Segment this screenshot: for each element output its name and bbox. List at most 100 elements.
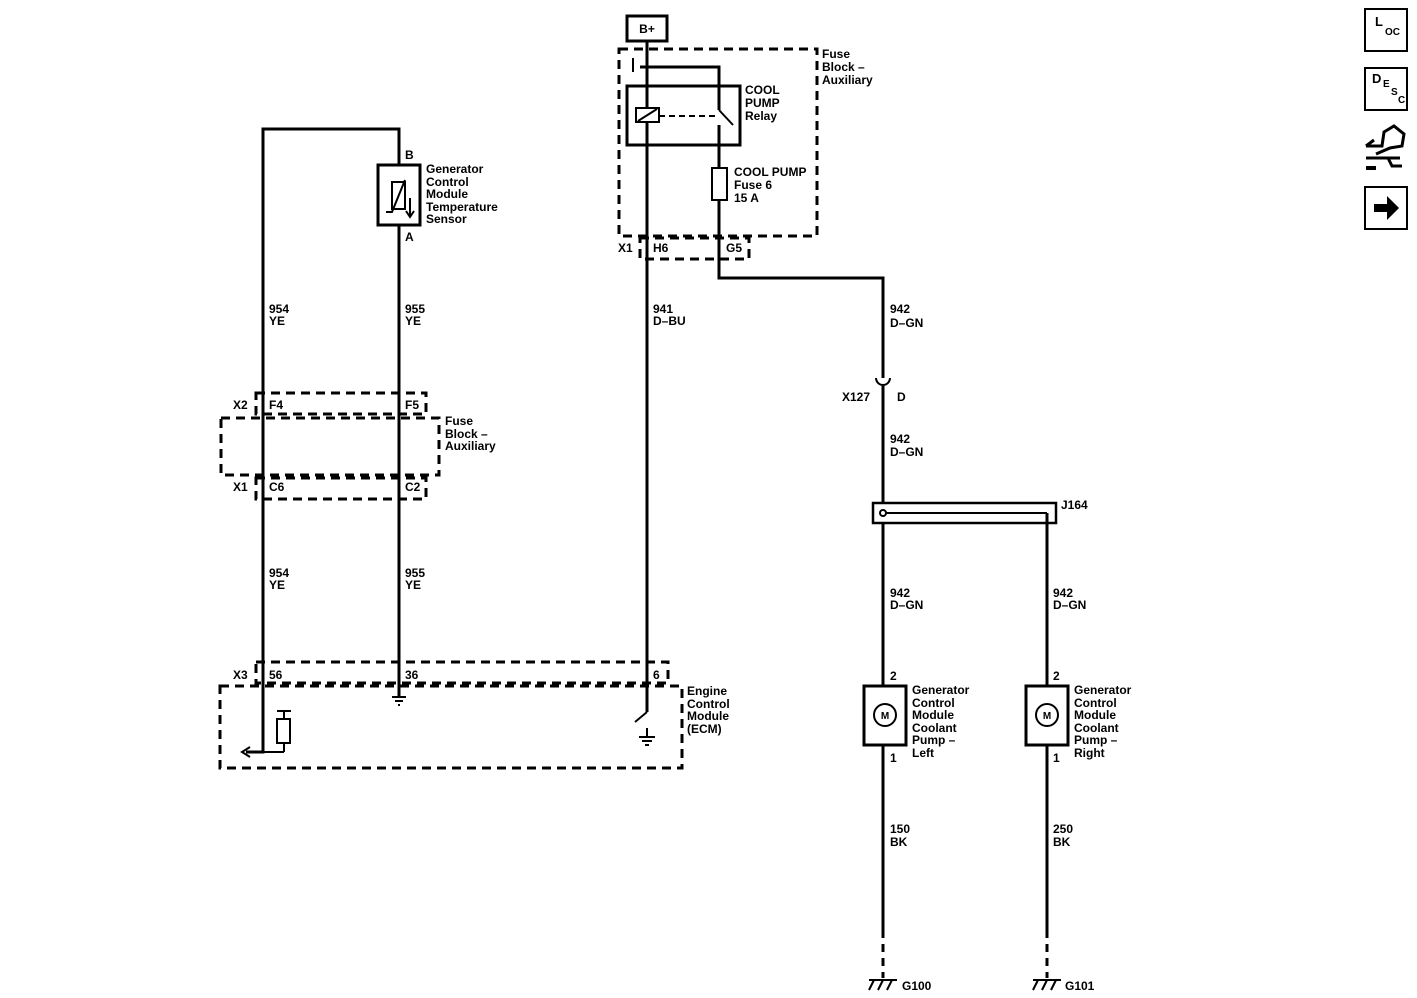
pump-right-title-6: Right [1074,746,1105,760]
arrow-right-icon [1374,196,1399,220]
connector-x3 [254,660,670,685]
pump-left-title-6: Left [912,746,934,760]
pump-right-title-4: Coolant [1074,721,1119,735]
sensor-title-3: Module [426,187,468,201]
mid-pin-f5: F5 [405,398,419,412]
motor-letter-right: M [1043,711,1051,722]
ecm-56-internal [246,714,265,754]
loc-letters-oc: OC [1385,27,1400,38]
description-button[interactable]: D E S C [1364,67,1408,111]
desc-letter-s: S [1391,87,1398,98]
wire-942-d-num: 942 [1053,586,1073,600]
location-view-button[interactable]: L OC [1364,8,1408,52]
splice-node-left [879,509,887,517]
fuse-block-top-title-2: Block – [822,60,865,74]
fuse-block-top-title-1: Fuse [822,47,850,61]
cool-pump-fuse [711,167,728,201]
wire-954-upper-color: YE [269,314,285,328]
engine-control-module [218,684,684,770]
connector-x1-top [638,236,751,261]
sensor-title-1: Generator [426,162,484,176]
mid-pin-f4: F4 [269,398,283,412]
wire-250-num: 250 [1053,822,1073,836]
sensor-pin-b: B [405,148,414,162]
ground-g100-symbol [868,979,897,991]
fuse-block-top-title-3: Auxiliary [822,73,873,87]
ecm-input-arrow [240,746,251,758]
mid-fuse-title-1: Fuse [445,414,473,428]
wire-954-upper-num: 954 [269,302,289,316]
pump-right-title-3: Module [1074,708,1116,722]
pump-right-title-1: Generator [1074,683,1132,697]
ecm-title-4: (ECM) [687,722,722,736]
wire-954-loop [261,127,401,714]
wire-941-color: D–BU [653,314,686,328]
fuse-title-3: 15 A [734,191,759,205]
wire-942-a-color: D–GN [890,316,923,330]
splice-name: J164 [1061,498,1088,512]
desc-letter-e: E [1383,79,1390,90]
motor-symbol-left [873,703,897,727]
mid-pin-c6: C6 [269,480,285,494]
wire-942-a-num: 942 [890,302,910,316]
cool-pump-relay [625,84,742,147]
ecm-title-3: Module [687,709,729,723]
pump-left-title-1: Generator [912,683,970,697]
sensor-arrowhead [405,210,415,219]
wire-941-num: 941 [653,302,673,316]
ecm-title-1: Engine [687,684,727,698]
ecm-pin-6: 6 [653,668,660,682]
battery-terminal: B+ [625,14,669,43]
x127-pin: D [897,390,906,404]
connector-x2 [254,391,428,416]
mid-fuse-title-2: Block – [445,427,488,441]
motor-symbol-right [1035,703,1059,727]
sensor-title-5: Sensor [426,212,467,226]
connector-x1-mid [254,476,428,501]
pump-left-pin-2: 2 [890,669,897,683]
sensor-title-2: Control [426,175,469,189]
ground-g101-symbol [1032,979,1061,991]
wire-942-c-color: D–GN [890,598,923,612]
relay-title-2: PUMP [745,96,780,110]
ecm-title-2: Control [687,697,730,711]
ecm-pullup-resistor [276,718,291,744]
ecm-connector-name: X3 [233,668,248,682]
relay-title-1: COOL [745,83,780,97]
thermistor-mark [386,179,406,213]
connector-end-view-icon[interactable] [1362,122,1410,174]
wire-942-b-num: 942 [890,432,910,446]
wire-955-upper-color: YE [405,314,421,328]
mid-connector-top-name: X2 [233,398,248,412]
desc-letter-d: D [1372,71,1382,86]
ground-g101-label: G101 [1065,979,1095,993]
top-pin-left: H6 [653,241,669,255]
fuse-title-2: Fuse 6 [734,178,772,192]
pump-right-title-2: Control [1074,696,1117,710]
mid-connector-bottom-name: X1 [233,480,248,494]
relay-title-3: Relay [745,109,777,123]
motor-letter-left: M [881,711,889,722]
top-pin-right: G5 [726,241,742,255]
pump-right-title-5: Pump – [1074,733,1118,747]
wire-150-color: BK [890,835,908,849]
fuse-block-auxiliary-mid [219,416,441,477]
ecm-low-side-switch [634,711,648,723]
mid-pin-c2: C2 [405,480,421,494]
relay-switch-contact [718,109,734,126]
mid-fuse-title-3: Auxiliary [445,439,496,453]
pump-left-title-5: Pump – [912,733,956,747]
wire-954-lower-num: 954 [269,566,289,580]
next-page-button[interactable] [1364,186,1408,230]
relay-bus-bar [640,65,721,110]
wire-955-upper-num: 955 [405,302,425,316]
sensor-title-4: Temperature [426,200,498,214]
wire-955-lower-color: YE [405,578,421,592]
wire-955-lower-num: 955 [405,566,425,580]
wire-942-b-color: D–GN [890,445,923,459]
pump-left-pin-1: 1 [890,751,897,765]
ecm-pin-36: 36 [405,668,419,682]
wire-942-c-num: 942 [890,586,910,600]
ecm-pin-56: 56 [269,668,283,682]
pump-left-title-4: Coolant [912,721,957,735]
